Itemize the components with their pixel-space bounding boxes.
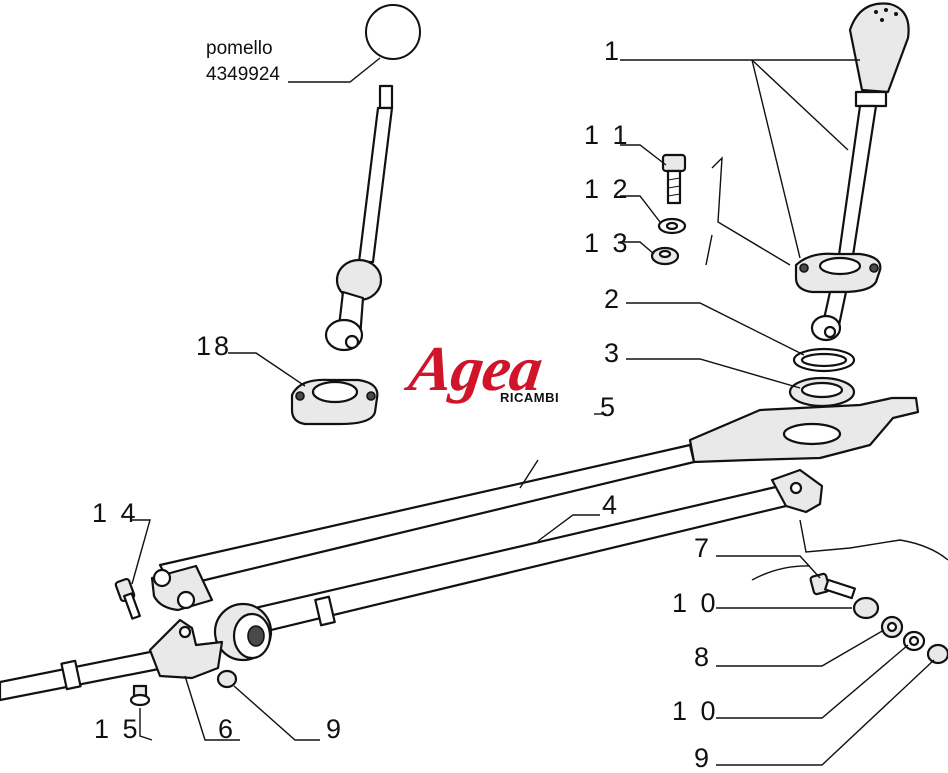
part-10-washer-a [852,596,880,620]
knob-note-name: pomello [206,38,273,59]
part-12-washer [657,217,687,235]
part-1-lever-base-plate [794,252,882,294]
knob-placeholder [365,4,421,60]
callout-5: 5 [600,392,619,422]
leader-1 [620,59,801,259]
leader-13 [620,241,655,255]
callout-11: 1 1 [584,120,631,150]
leader-2 [626,302,805,356]
right-gear-knob [848,2,910,108]
leader-11 [620,144,667,166]
part-8-bushing [880,615,904,639]
leader-7 [716,555,821,579]
logo-subtitle: RICAMBI [500,390,560,405]
part-13-nut [650,246,680,266]
callout-12: 1 2 [584,174,631,204]
part-6-fork-bracket [148,618,224,680]
part-18-cover-plate [290,378,379,426]
part-2-gasket [792,347,856,373]
agea-ricambi-logo: Agea RICAMBI [405,332,573,422]
right-lever-lower-arm [810,290,848,342]
callout-13: 1 3 [584,228,631,258]
callout-6: 6 [218,714,237,744]
callout-9a: 9 [694,743,713,773]
leader-14 [130,519,151,585]
leader-9b [716,659,935,766]
part-11-bolt [661,153,687,205]
callout-14: 1 4 [92,498,139,528]
callout-10b: 1 0 [672,696,719,726]
leader-10b [716,644,909,719]
callout-10a: 1 0 [672,588,719,618]
part-14-bolt [114,577,141,620]
leader-6 [184,675,240,741]
leader-3 [626,358,801,389]
callout-8: 8 [694,642,713,672]
leader-8 [716,629,885,667]
leader-5 [519,459,539,489]
callout-2: 2 [604,284,623,314]
part-4-selector-rod [213,468,824,662]
leader-15 [139,708,153,741]
part-3-seal [788,376,856,408]
part-7-bolt [809,572,856,600]
callout-7: 7 [694,533,713,563]
leader-knob-note [288,57,381,83]
leader-4 [537,514,600,542]
callout-3: 3 [604,338,623,368]
part-5-main-shift-rod [150,396,920,612]
callout-4: 4 [602,490,621,520]
callout-15: 1 5 [94,714,141,744]
right-shift-lever [836,104,878,264]
leader-12 [620,195,661,223]
part-10-washer-b [902,630,926,652]
callout-18: 18 [196,331,233,361]
knob-note-code: 4349924 [206,64,280,85]
part-9-nut-left [216,669,238,689]
part-15-pin [129,684,151,707]
leader-9a [233,685,320,741]
part-9-nut-right [926,643,948,665]
callout-1: 1 [604,36,623,66]
leader-18 [228,352,306,387]
callout-9b: 9 [326,714,345,744]
left-shift-lever [324,84,394,352]
